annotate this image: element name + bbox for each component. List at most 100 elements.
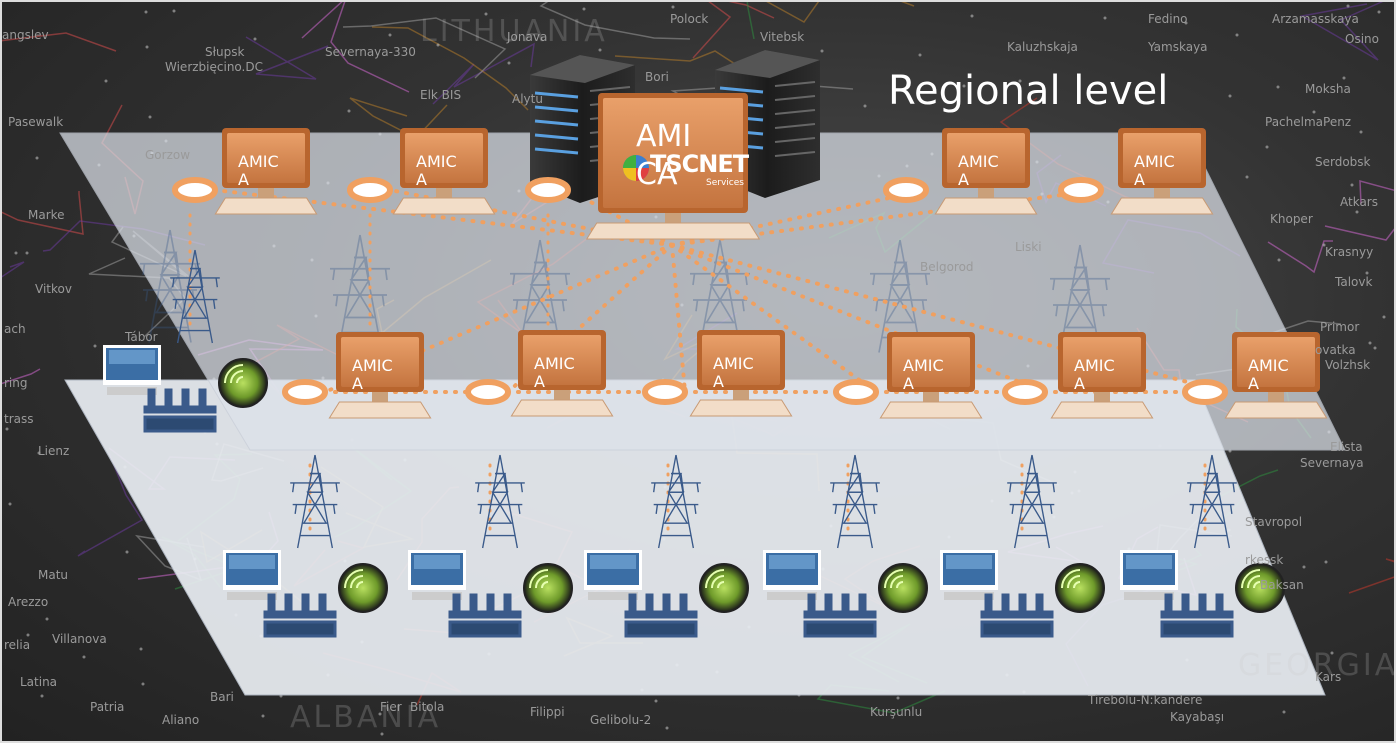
map-dot: [1235, 33, 1239, 37]
amica-computer-icon: [879, 332, 983, 419]
map-dot: [484, 12, 488, 16]
map-line: [371, 26, 529, 111]
connection-node: [465, 379, 511, 405]
transmission-tower-icon: [1050, 244, 1110, 358]
server-vent: [774, 95, 816, 101]
map-dot: [1282, 710, 1286, 714]
insulator: [318, 593, 327, 617]
amica-label-line1: AMIC: [352, 356, 393, 375]
monitor-stand: [978, 188, 994, 198]
insulator: [164, 388, 173, 412]
amica-label-line1: AMIC: [1074, 356, 1115, 375]
map-dot: [1245, 175, 1249, 179]
switchgear-block: [448, 620, 522, 638]
tower-arms: [690, 272, 750, 312]
map-label: Patria: [90, 700, 125, 714]
amica-label-line1: AMIC: [416, 152, 457, 171]
map-dot: [1324, 560, 1328, 564]
switchgear-base: [624, 610, 698, 619]
map-label: Słupsk: [205, 45, 245, 59]
amica-label-line2: A: [713, 372, 724, 391]
tower-arms: [330, 267, 390, 307]
insulator: [1164, 593, 1173, 617]
amica-label-line1: AMIC: [1134, 152, 1175, 171]
amica-label-line2: A: [903, 374, 914, 393]
map-dot: [1322, 243, 1326, 247]
insulator: [679, 593, 688, 617]
switchgear-icon: [980, 593, 1054, 638]
map-label: Moksha: [1305, 82, 1351, 96]
map-label: Fier: [380, 700, 402, 714]
radar-arc: [705, 569, 725, 589]
map-dot: [25, 251, 29, 255]
keyboard: [107, 387, 157, 395]
server-vent: [774, 151, 816, 157]
map-dot: [82, 655, 86, 659]
map-label: relia: [4, 638, 31, 652]
map-label: Serdobsk: [1315, 155, 1371, 169]
map-label: Marke: [28, 208, 65, 222]
insulator: [1035, 593, 1044, 617]
map-dot: [93, 344, 97, 348]
substation-icon: [1120, 454, 1285, 638]
monitor-screen: [1063, 337, 1141, 387]
switchgear-block: [143, 415, 217, 433]
map-label: Vitkov: [35, 282, 72, 296]
radar-disc: [878, 563, 928, 613]
switchgear-block: [1160, 620, 1234, 638]
switchgear-base: [980, 610, 1054, 619]
map-label: Villanova: [52, 632, 107, 646]
map-label: Volzhsk: [1325, 358, 1371, 372]
connection-nodes: [172, 177, 1228, 405]
map-dot: [172, 9, 176, 13]
map-dot: [1368, 341, 1372, 345]
insulator: [267, 593, 276, 617]
map-label: Khoper: [1270, 212, 1313, 226]
amica-computer-icon: [934, 128, 1038, 215]
insulator: [301, 593, 310, 617]
map-label: Atkars: [1340, 195, 1378, 209]
map-dot: [863, 104, 867, 108]
server-light: [534, 147, 579, 155]
switchgear-base: [143, 405, 217, 414]
map-line: [0, 368, 41, 385]
monitor-stand: [665, 213, 681, 223]
server-light: [534, 133, 579, 141]
map-label: Severnaya-330: [325, 45, 416, 59]
radar-arc: [344, 569, 364, 589]
tower-arms: [140, 262, 200, 302]
keyboard-icon: [1110, 197, 1214, 215]
insulator: [198, 388, 207, 412]
amica-computer-icon: [689, 330, 793, 417]
map-dot: [261, 714, 265, 718]
map-dot: [665, 726, 669, 730]
screen-glare: [769, 555, 815, 569]
monitor-screen: [702, 335, 780, 385]
amica-label-line2: A: [534, 372, 545, 391]
map-line: [692, 0, 775, 59]
connection-node: [525, 177, 571, 203]
substation-icon: [584, 454, 749, 638]
amica-label-line2: A: [1134, 170, 1145, 189]
map-label: Tábor: [125, 330, 158, 344]
radar-arc: [356, 581, 364, 589]
connection-line: [213, 188, 674, 247]
keyboard-icon: [214, 197, 318, 215]
map-dot: [347, 109, 351, 113]
map-dot: [1373, 346, 1377, 350]
map-label: Tirebolu-N:kandere: [1088, 693, 1203, 707]
map-label: Vitebsk: [760, 30, 805, 44]
map-dot: [1265, 145, 1269, 149]
substation-icon: [223, 454, 388, 638]
map-dot: [125, 550, 129, 554]
map-line: [77, 452, 144, 557]
radar-icon: [878, 563, 928, 613]
substation-icon: [940, 454, 1105, 638]
insulator: [1215, 593, 1224, 617]
central-label-line2: CA: [636, 157, 678, 192]
connection-node: [642, 379, 688, 405]
substation-icon: [763, 454, 928, 638]
map-dot: [671, 5, 675, 9]
monitor-screen: [523, 335, 601, 385]
transmission-tower-icon: [475, 454, 525, 549]
